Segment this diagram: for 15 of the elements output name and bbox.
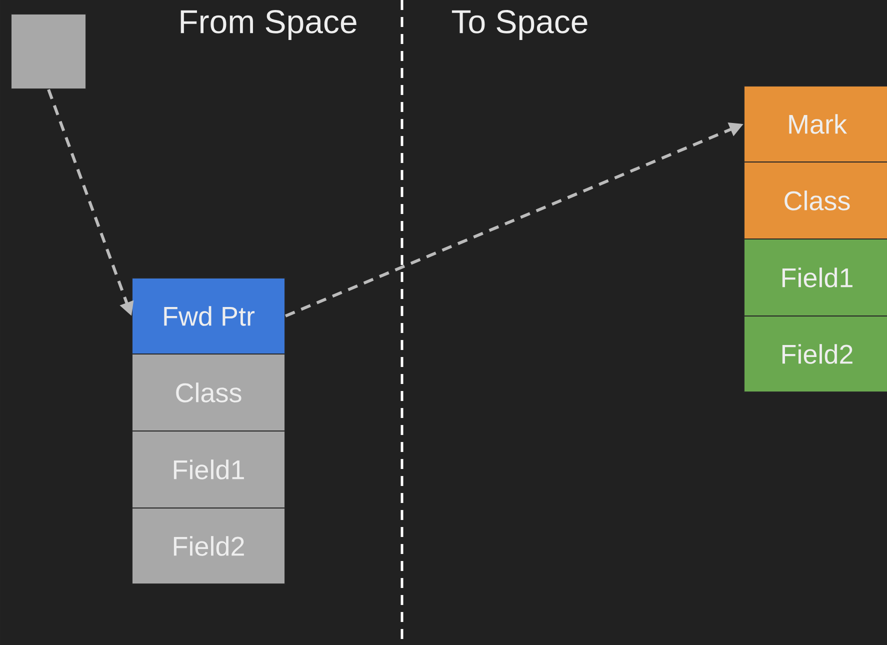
node-label: Mark	[789, 114, 848, 134]
field-cell: Field1	[744, 238, 887, 316]
heading: To Space	[452, 10, 588, 40]
square-box	[10, 14, 86, 90]
node-label: Class	[784, 190, 850, 210]
field-cell: Mark	[744, 86, 887, 162]
node-label: Field2	[782, 344, 852, 364]
field-cell: Class	[744, 162, 887, 240]
field-cell: Fwd Ptr	[132, 278, 286, 354]
heading: From Space	[180, 10, 356, 40]
node-label: Field1	[782, 268, 852, 288]
field-cell: Class	[132, 353, 286, 432]
field-cell: Field2	[132, 507, 286, 584]
field-cell: Field1	[132, 430, 286, 508]
field-cell: Field2	[744, 316, 887, 392]
